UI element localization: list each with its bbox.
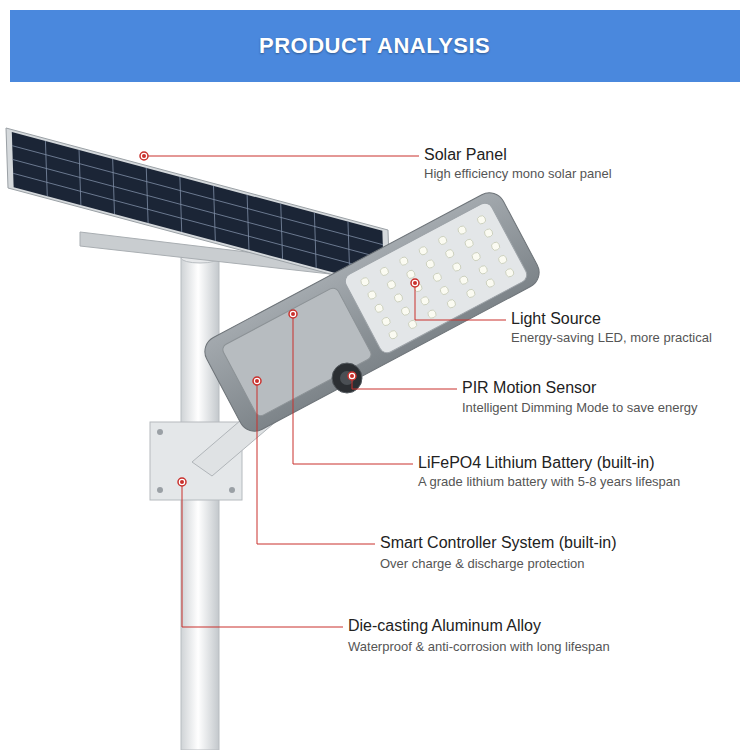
part-name: Light Source — [511, 310, 601, 328]
leader-dot-centers — [142, 154, 417, 484]
part-description: Energy-saving LED, more practical — [511, 330, 712, 345]
part-name: Smart Controller System (built-in) — [380, 534, 617, 552]
luminaire — [199, 187, 544, 437]
leader-dots — [140, 152, 419, 486]
page-title: PRODUCT ANALYSIS — [259, 33, 490, 59]
part-description: Over charge & discharge protection — [380, 556, 585, 571]
part-name: PIR Motion Sensor — [462, 379, 596, 397]
solar-panel — [6, 128, 390, 290]
part-name: LiFePO4 Lithium Battery (built-in) — [418, 454, 655, 472]
part-description: Waterproof & anti-corrosion with long li… — [348, 639, 610, 654]
part-description: High efficiency mono solar panel — [424, 166, 612, 181]
part-name: Die-casting Aluminum Alloy — [348, 617, 541, 635]
part-name: Solar Panel — [424, 146, 507, 164]
pole — [181, 258, 219, 750]
part-description: A grade lithium battery with 5-8 years l… — [418, 474, 680, 489]
part-description: Intelligent Dimming Mode to save energy — [462, 400, 698, 415]
